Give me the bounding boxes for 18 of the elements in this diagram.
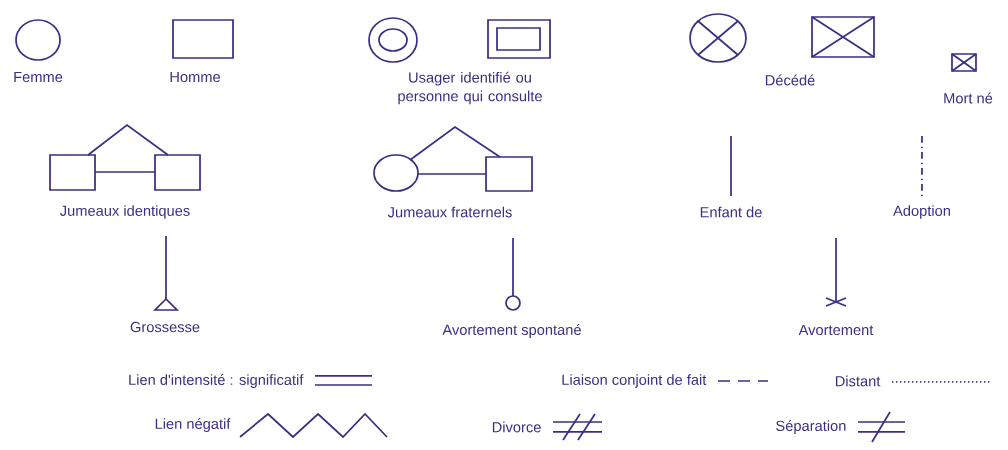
symbol-label: Usager identifié ou personne qui consulte <box>398 71 542 105</box>
symbol-label: Décédé <box>765 74 815 86</box>
symbol-label: Lien d'intensité : significatif <box>129 374 304 388</box>
symbol-label: Jumeaux identiques <box>60 205 190 219</box>
symbol-label: Séparation <box>776 420 846 434</box>
symbol-label: Mort né <box>944 92 993 104</box>
symbol-label: Adoption <box>893 205 950 219</box>
symbol-label: Avortement <box>798 324 874 336</box>
symbol-label: Enfant de <box>700 206 762 218</box>
symbol-label: Distant <box>835 375 881 387</box>
symbol-label: Lien négatif <box>155 418 231 432</box>
symbol-label: Homme <box>170 71 220 83</box>
symbol-label: Liaison conjoint de fait <box>562 374 707 388</box>
symbol-label: Divorce <box>492 421 541 433</box>
symbol-label: Avortement spontané <box>442 324 581 338</box>
symbol-label: Femme <box>14 71 63 83</box>
symbol-label: Jumeaux fraternels <box>387 206 512 218</box>
symbol-label: Grossesse <box>130 321 200 333</box>
